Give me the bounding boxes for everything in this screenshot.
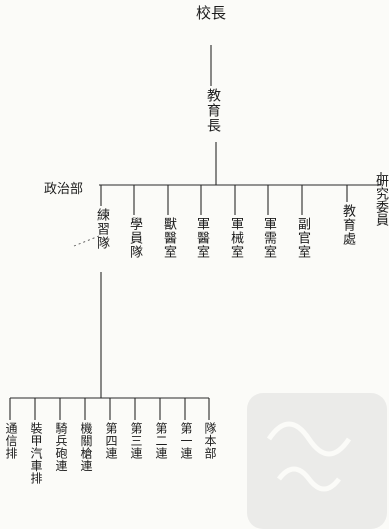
supply-office-node: 軍需室 <box>261 217 276 259</box>
headquarters-node: 隊本部 <box>203 422 217 460</box>
training-team-node: 練習隊 <box>94 208 109 250</box>
education-division-node: 教育處 <box>340 204 355 246</box>
political-department-node: 政治部 <box>44 182 84 197</box>
principal-node: 校長 <box>196 4 227 22</box>
cavalry-artillery-company-node: 騎兵砲連 <box>54 422 68 472</box>
ordnance-office-node: 軍械室 <box>228 217 243 259</box>
fourth-company-node: 第四連 <box>104 422 118 460</box>
library-seal-watermark <box>247 393 387 529</box>
dean-node: 教育長 <box>205 88 221 133</box>
vet-office-node: 獸醫室 <box>161 217 176 259</box>
adjutant-office-node: 副官室 <box>295 217 310 259</box>
first-company-node: 第一連 <box>179 422 193 460</box>
signal-platoon-node: 通信排 <box>4 422 18 460</box>
third-company-node: 第三連 <box>129 422 143 460</box>
research-committee-node: 研究委員 <box>373 174 388 226</box>
machine-gun-company-node: 機關槍連 <box>79 422 93 472</box>
medical-office-node: 軍醫室 <box>194 217 209 259</box>
second-company-node: 第二連 <box>154 422 168 460</box>
cadet-team-node: 學員隊 <box>127 217 142 259</box>
armored-car-platoon-node: 裝甲汽車排 <box>29 422 43 485</box>
